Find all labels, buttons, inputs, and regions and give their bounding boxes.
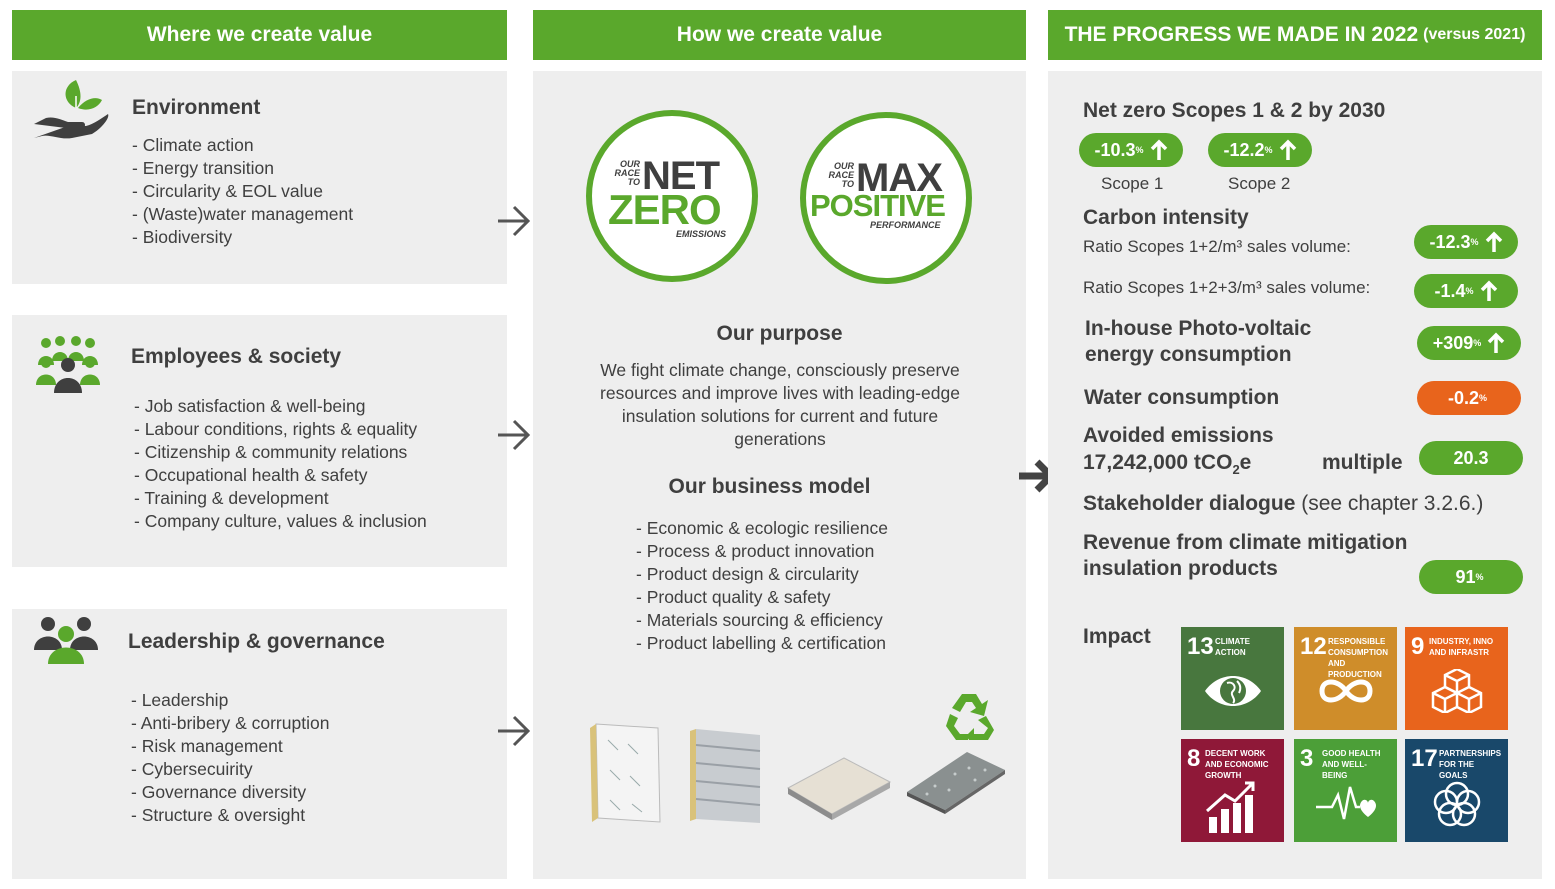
net-zero-title: Net zero Scopes 1 & 2 by 2030 — [1083, 99, 1386, 122]
list-item: Product labelling & certification — [636, 632, 888, 655]
header-progress: THE PROGRESS WE MADE IN 2022(versus 2021… — [1048, 10, 1542, 60]
purpose-title: Our purpose — [716, 322, 843, 345]
net-zero-tag: EMISSIONS — [676, 229, 727, 239]
employees-title: Employees & society — [131, 345, 342, 368]
rings-icon — [1433, 781, 1481, 827]
hand-leaf-icon — [34, 80, 109, 139]
list-item: Citizenship & community relations — [134, 441, 427, 464]
growth-chart-icon — [1206, 781, 1255, 833]
recycle-icon — [946, 694, 994, 740]
arrow-right-icon — [498, 419, 531, 451]
list-item: Product quality & safety — [636, 586, 888, 609]
list-item: Process & product innovation — [636, 540, 888, 563]
stakeholder-title: Stakeholder dialogue (see chapter 3.2.6.… — [1083, 492, 1484, 515]
avoided-pill: 20.3 — [1419, 441, 1523, 475]
max-positive-big2: POSITIVE — [810, 188, 946, 223]
ratio1-label: Ratio Scopes 1+2/m³ sales volume: — [1083, 237, 1351, 256]
list-item: Circularity & EOL value — [132, 180, 353, 203]
insulation-board-image — [590, 723, 661, 823]
scope1-label: Scope 1 — [1101, 174, 1164, 193]
arrow-right-icon — [498, 715, 531, 747]
list-item: Energy transition — [132, 157, 353, 180]
ratio1-pill: -12.3% — [1414, 225, 1518, 259]
arrow-up-icon — [1488, 332, 1505, 353]
eye-globe-icon — [1205, 676, 1261, 706]
scope2-pill: -12.2% — [1208, 133, 1312, 167]
carbon-title: Carbon intensity — [1083, 206, 1249, 229]
max-positive-big1: MAX — [856, 156, 943, 200]
multiple-label: multiple — [1322, 451, 1403, 474]
max-positive-badge — [800, 112, 972, 284]
arrow-up-icon — [1150, 139, 1167, 160]
list-item: Climate action — [132, 134, 353, 157]
leadership-list: Leadership Anti-bribery & corruption Ris… — [131, 689, 330, 827]
purpose-text: We fight climate change, consciously pre… — [600, 360, 960, 449]
list-item: Product design & circularity — [636, 563, 888, 586]
business-model-list: Economic & ecologic resilience Process &… — [636, 517, 888, 655]
people-group-icon — [36, 336, 100, 393]
list-item: Economic & ecologic resilience — [636, 517, 888, 540]
recycled-board-image — [907, 752, 1005, 814]
header-where: Where we create value — [12, 10, 507, 60]
arrow-right-icon — [498, 205, 531, 237]
sandwich-panel-image — [690, 729, 761, 823]
environment-list: Climate action Energy transition Circula… — [132, 134, 353, 249]
net-zero-big2: ZERO — [608, 186, 722, 233]
water-title: Water consumption — [1084, 386, 1280, 409]
water-pill: -0.2% — [1417, 381, 1521, 415]
heartbeat-icon — [1316, 786, 1376, 820]
employees-list: Job satisfaction & well-being Labour con… — [134, 395, 427, 533]
scope1-pill: -10.3% — [1079, 133, 1183, 167]
infinity-icon — [1319, 679, 1373, 703]
list-item: Materials sourcing & efficiency — [636, 609, 888, 632]
gypsum-board-image — [786, 757, 892, 820]
arrow-up-icon — [1485, 231, 1502, 252]
list-item: Governance diversity — [131, 781, 329, 804]
list-item: Job satisfaction & well-being — [134, 395, 427, 418]
list-item: Structure & oversight — [131, 804, 329, 827]
ratio2-label: Ratio Scopes 1+2+3/m³ sales volume: — [1083, 278, 1371, 297]
net-zero-big1: NET — [642, 154, 720, 198]
ratio2-pill: -1.4% — [1414, 274, 1518, 308]
revenue-pill: 91% — [1419, 560, 1523, 594]
leadership-title: Leadership & governance — [128, 630, 385, 653]
revenue-title: Revenue from climate mitigation insulati… — [1083, 531, 1408, 580]
cubes-icon — [1431, 669, 1483, 713]
pv-title: In-house Photo-voltaic energy consumptio… — [1085, 317, 1312, 366]
environment-title: Environment — [132, 96, 261, 119]
avoided-title: Avoided emissions — [1083, 424, 1274, 447]
net-zero-prefix: OUR RACE TO — [614, 159, 640, 187]
leadership-people-icon — [34, 617, 98, 664]
max-positive-prefix: OUR RACE TO — [828, 161, 854, 189]
header-how: How we create value — [533, 10, 1026, 60]
avoided-amount: 17,242,000 tCO2e — [1083, 451, 1252, 478]
business-model-title: Our business model — [668, 475, 871, 498]
list-item: Training & development — [134, 487, 427, 510]
list-item: Biodiversity — [132, 226, 353, 249]
arrow-up-icon — [1480, 280, 1497, 301]
list-item: Cybersecuirity — [131, 758, 329, 781]
scope2-label: Scope 2 — [1228, 174, 1291, 193]
list-item: Leadership — [131, 689, 329, 712]
list-item: (Waste)water management — [132, 203, 353, 226]
net-zero-badge — [586, 110, 758, 282]
impact-label: Impact — [1083, 625, 1151, 648]
arrow-up-icon — [1279, 139, 1296, 160]
list-item: Labour conditions, rights & equality — [134, 418, 427, 441]
list-item: Anti-bribery & corruption — [131, 712, 330, 735]
list-item: Occupational health & safety — [134, 464, 427, 487]
list-item: Risk management — [131, 735, 329, 758]
list-item: Company culture, values & inclusion — [134, 510, 427, 533]
pv-pill: +309% — [1417, 326, 1521, 360]
max-positive-tag: PERFORMANCE — [870, 220, 941, 230]
